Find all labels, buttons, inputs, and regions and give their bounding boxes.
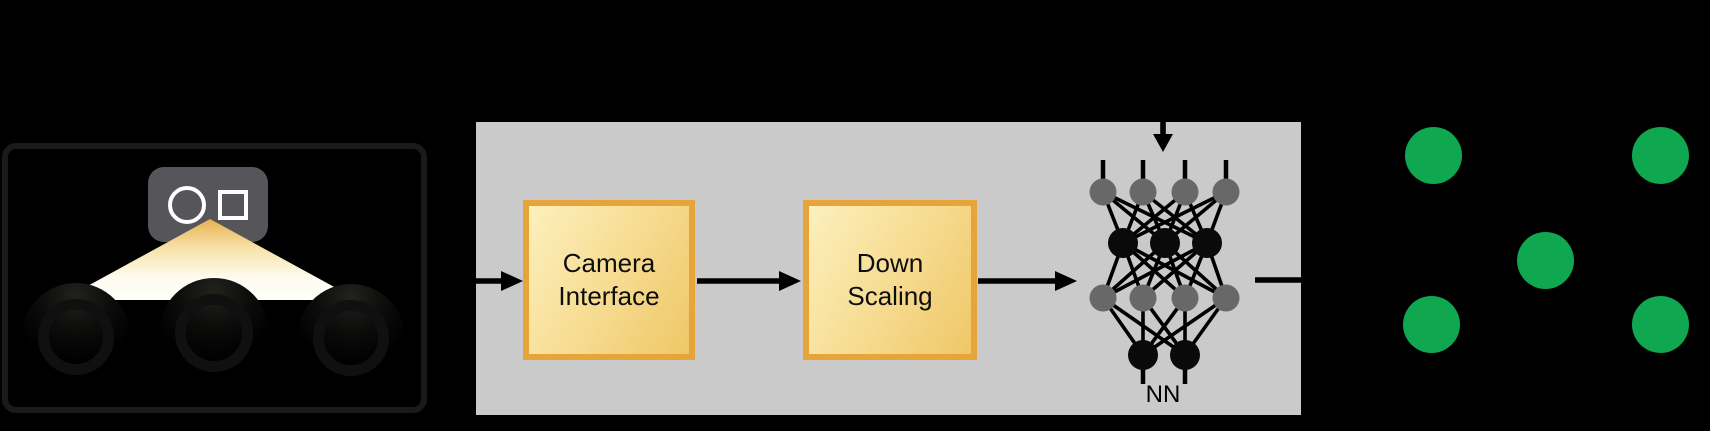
arrowhead-right [501, 271, 523, 291]
camera-interface-box: Camera Interface [523, 200, 695, 360]
camera-square-glyph [218, 190, 248, 220]
scanned-object [159, 278, 269, 388]
arrowhead-right [1055, 271, 1077, 291]
output-dot [1403, 296, 1460, 353]
output-dot [1517, 232, 1574, 289]
scanned-object [22, 283, 130, 391]
nn-node [1128, 340, 1158, 370]
arrowhead-right [779, 271, 801, 291]
nn-node [1171, 284, 1199, 312]
down-scaling-box: Down Scaling [803, 200, 977, 360]
camera-circle-glyph [168, 186, 206, 224]
nn-edge [1122, 190, 1227, 245]
down-scaling-label: Down Scaling [847, 248, 933, 311]
output-dot [1405, 127, 1462, 184]
nn-edge [1141, 296, 1228, 357]
camera-interface-label: Camera Interface [558, 248, 660, 311]
nn-node [1150, 228, 1180, 258]
nn-node [1192, 228, 1222, 258]
nn-node [1212, 284, 1240, 312]
arrowhead-down [1153, 134, 1173, 152]
nn-node [1129, 178, 1157, 206]
nn-node [1170, 340, 1200, 370]
output-dot [1632, 127, 1689, 184]
nn-node [1171, 178, 1199, 206]
nn-edge [1102, 241, 1208, 300]
nn-label: NN [1145, 381, 1181, 408]
nn-node [1212, 178, 1240, 206]
scanned-object [297, 284, 405, 392]
nn-node [1108, 228, 1138, 258]
nn-node [1129, 284, 1157, 312]
nn-node [1089, 284, 1117, 312]
nn-node [1089, 178, 1117, 206]
output-dot [1632, 296, 1689, 353]
